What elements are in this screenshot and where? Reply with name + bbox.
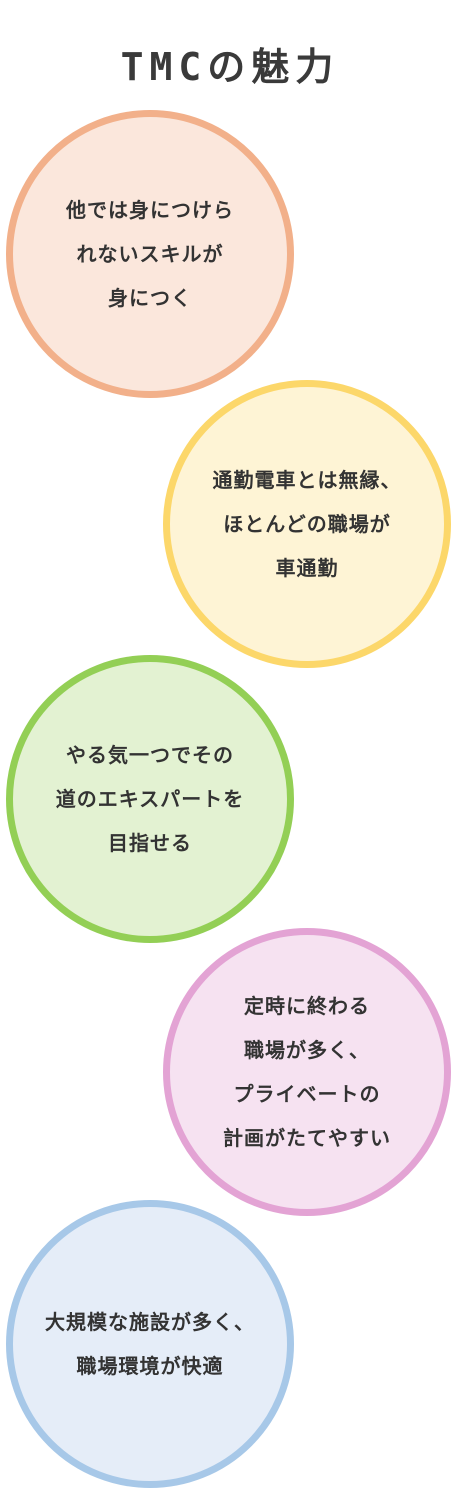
feature-text: やる気一つでその 道のエキスパートを 目指せる (56, 733, 244, 865)
feature-circle-private-time: 定時に終わる 職場が多く、 プライベートの 計画がたてやすい (163, 928, 451, 1216)
feature-line: 定時に終わる (244, 994, 370, 1018)
feature-line: 職場環境が快適 (76, 1354, 224, 1378)
feature-line: 目指せる (108, 831, 192, 855)
feature-circle-expert: やる気一つでその 道のエキスパートを 目指せる (6, 655, 294, 943)
feature-text: 通勤電車とは無縁、 ほとんどの職場が 車通勤 (213, 458, 402, 590)
feature-line: れないスキルが (76, 242, 224, 266)
feature-line: 計画がたてやすい (223, 1126, 391, 1150)
feature-text: 他では身につけら れないスキルが 身につく (66, 188, 234, 320)
feature-line: 身につく (108, 286, 192, 310)
feature-circle-commute: 通勤電車とは無縁、 ほとんどの職場が 車通勤 (163, 380, 451, 668)
feature-line: 他では身につけら (66, 198, 234, 222)
feature-circle-skills: 他では身につけら れないスキルが 身につく (6, 110, 294, 398)
feature-line: ほとんどの職場が (223, 512, 391, 536)
feature-line: やる気一つでその (66, 743, 234, 767)
feature-line: 通勤電車とは無縁、 (212, 468, 402, 492)
feature-circle-environment: 大規模な施設が多く、 職場環境が快適 (6, 1200, 294, 1488)
feature-text: 大規模な施設が多く、 職場環境が快適 (45, 1300, 255, 1388)
feature-line: プライベートの (233, 1082, 381, 1106)
feature-line: 職場が多く、 (244, 1038, 370, 1062)
page-title: TMCの魅力 (120, 45, 340, 90)
feature-text: 定時に終わる 職場が多く、 プライベートの 計画がたてやすい (223, 984, 391, 1160)
feature-line: 道のエキスパートを (55, 787, 245, 811)
feature-line: 車通勤 (275, 556, 339, 580)
feature-line: 大規模な施設が多く、 (45, 1310, 255, 1334)
